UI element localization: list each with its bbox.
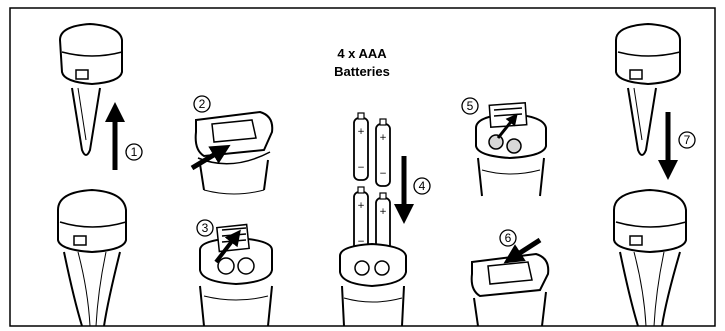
svg-text:+: + (357, 127, 365, 137)
svg-text:4: 4 (419, 179, 426, 193)
sensor-bottom-base (58, 190, 126, 326)
step-6-badge: 6 (500, 230, 516, 246)
step-7-badge: 7 (679, 132, 695, 148)
housing-open-top (196, 112, 273, 194)
svg-text:+: + (357, 201, 365, 211)
svg-text:1: 1 (131, 145, 138, 159)
step-3-badge: 3 (197, 220, 213, 236)
svg-text:7: 7 (684, 133, 691, 147)
title-line-2: Batteries (334, 64, 390, 79)
step-2-badge: 2 (194, 96, 210, 112)
step-1-badge: 1 (126, 144, 142, 160)
svg-text:+: + (379, 207, 387, 217)
svg-text:3: 3 (202, 221, 209, 235)
battery-pair-top: + − + − (354, 113, 390, 186)
svg-text:−: − (357, 163, 365, 173)
svg-text:2: 2 (199, 97, 206, 111)
title-line-1: 4 x AAA (337, 46, 387, 61)
battery-housing-base (340, 244, 406, 326)
svg-text:6: 6 (505, 231, 512, 245)
step-4-badge: 4 (414, 178, 430, 194)
battery-compartment-open (200, 224, 272, 326)
compartment-with-batteries (476, 103, 546, 196)
svg-text:5: 5 (467, 99, 474, 113)
step-5-badge: 5 (462, 98, 478, 114)
svg-text:−: − (379, 169, 387, 179)
svg-text:+: + (379, 133, 387, 143)
housing-lid-closing (472, 254, 549, 326)
sensor-assembled (614, 190, 686, 326)
